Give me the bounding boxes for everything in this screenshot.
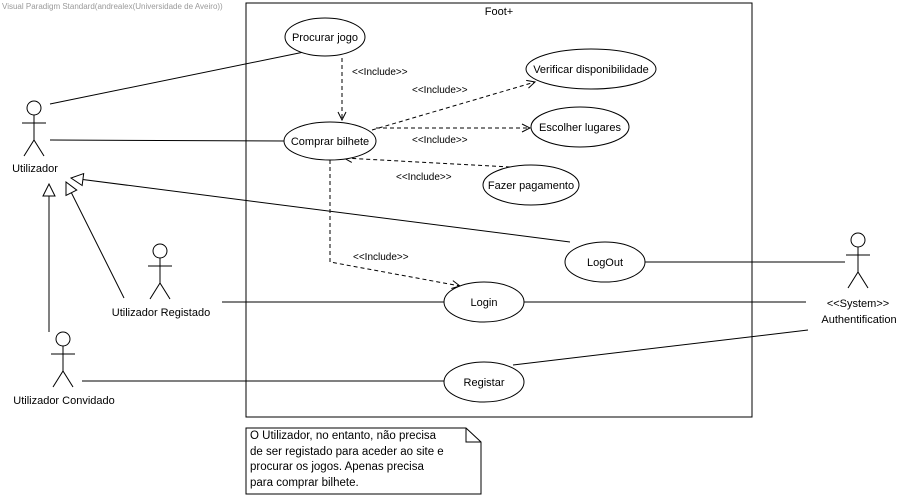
use-case-procurar-jogo[interactable]: Procurar jogo [284,17,366,57]
generalization-registado-utilizador[interactable] [66,182,125,299]
use-case-fazer-pagamento[interactable]: Fazer pagamento [482,164,580,206]
use-case-logout[interactable]: LogOut [564,241,646,283]
watermark: Visual Paradigm Standard(andrealex(Unive… [2,2,223,11]
use-case-label: Comprar bilhete [291,136,369,148]
assoc-utilizador-comprar-bilhete[interactable] [49,139,287,142]
actor-stereotype: <<System>> [827,298,889,310]
include-label: <<Include>> [353,252,409,263]
use-case-label: Verificar disponibilidade [533,64,649,76]
actor-label: Authentification [821,314,896,326]
assoc-registar-auth[interactable] [512,329,809,366]
note-shape [245,427,482,495]
actor-utilizador-registado[interactable]: Utilizador Registado [112,243,210,319]
use-case-escolher-lugares[interactable]: Escolher lugares [530,106,630,148]
include-verificar-disponibilidade[interactable] [371,82,535,131]
assoc-utilizador-procurar-jogo[interactable] [49,51,305,105]
actor-label: Utilizador Registado [112,307,210,319]
note-fold [465,428,481,443]
include-login[interactable] [329,160,460,286]
actor-authentification-system[interactable]: <<System>> Authentification [821,232,897,326]
use-case-label: Fazer pagamento [488,180,574,192]
system-boundary[interactable] [245,2,753,418]
use-case-label: Registar [464,377,505,389]
use-case-verificar-disponibilidade[interactable]: Verificar disponibilidade [525,48,657,90]
use-case-label: Procurar jogo [292,32,358,44]
use-case-label: Login [471,297,498,309]
system-title: Foot+ [485,6,513,18]
actor-utilizador[interactable]: Utilizador [12,100,58,175]
use-case-registar[interactable]: Registar [443,361,525,403]
include-label: <<Include>> [412,135,468,146]
generalization-logout-utilizador[interactable] [71,178,571,243]
include-label: <<Include>> [412,85,468,96]
actor-utilizador-convidado[interactable]: Utilizador Convidado [13,331,115,407]
include-label: <<Include>> [396,172,452,183]
include-fazer-pagamento[interactable] [344,158,511,168]
include-label: <<Include>> [352,67,408,78]
use-case-label: LogOut [587,257,623,269]
use-case-comprar-bilhete[interactable]: Comprar bilhete [283,121,377,161]
actor-label: Utilizador Convidado [13,395,115,407]
use-case-login[interactable]: Login [443,281,525,323]
use-case-label: Escolher lugares [539,122,621,134]
actor-label: Utilizador [12,163,58,175]
note-text: O Utilizador, no entanto, não precisa de… [250,430,444,489]
